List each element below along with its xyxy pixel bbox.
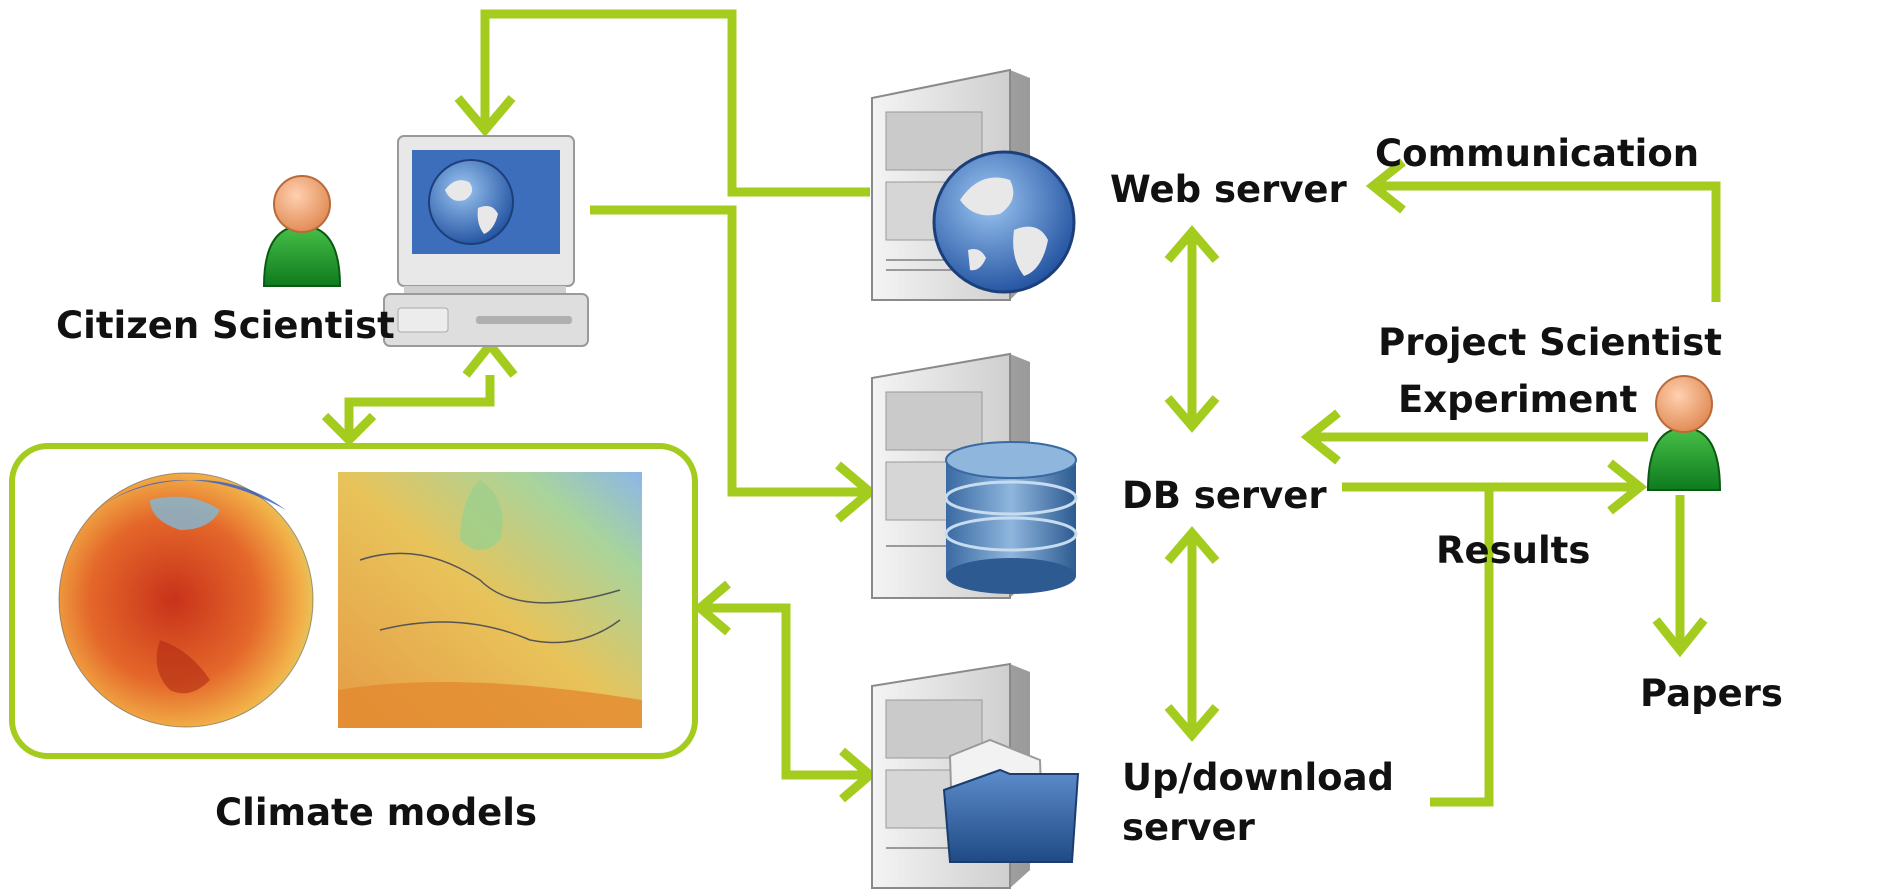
climate-globe-map bbox=[58, 472, 314, 728]
server-database-icon bbox=[871, 352, 1078, 599]
arrow-models-fileserver bbox=[700, 603, 870, 780]
climate-models-panel bbox=[9, 443, 698, 759]
server-folder-icon bbox=[871, 662, 1080, 889]
arrow-computer-to-db bbox=[590, 205, 870, 497]
web-server-label: Web server bbox=[1110, 168, 1348, 211]
project-person-icon bbox=[1646, 375, 1722, 491]
updown-server-label-line1: Up/download bbox=[1122, 756, 1394, 799]
desktop-computer-icon bbox=[383, 135, 589, 347]
project-scientist-label: Project Scientist bbox=[1378, 321, 1722, 364]
server-globe-icon bbox=[871, 68, 1076, 301]
papers-label: Papers bbox=[1640, 672, 1783, 715]
results-label: Results bbox=[1436, 529, 1590, 572]
citizen-scientist-label: Citizen Scientist bbox=[56, 304, 395, 347]
climate-models-label: Climate models bbox=[215, 791, 537, 834]
connectors bbox=[321, 9, 1721, 807]
experiment-label: Experiment bbox=[1398, 378, 1637, 421]
arrow-results-updown bbox=[1430, 487, 1494, 807]
arrow-web-to-computer bbox=[480, 9, 870, 197]
updown-server-label-line2: server bbox=[1122, 806, 1256, 849]
arrow-computer-models bbox=[344, 375, 495, 440]
citizen-person-icon bbox=[262, 175, 342, 287]
arrow-communication bbox=[1373, 181, 1721, 302]
db-server-label: DB server bbox=[1122, 474, 1327, 517]
climate-europe-map bbox=[338, 472, 642, 728]
communication-label: Communication bbox=[1375, 132, 1699, 175]
